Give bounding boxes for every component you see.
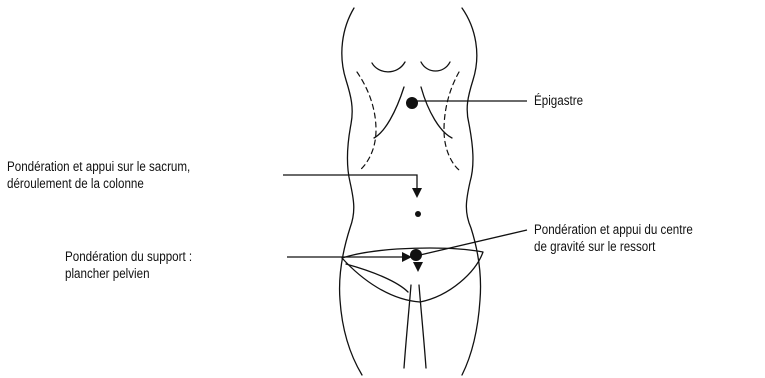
support-label-line-1: Pondération du support : [65, 248, 192, 265]
center-label-line-1: Pondération et appui du centre [534, 221, 693, 238]
right-breast-line [421, 62, 450, 71]
center-label-line-2: de gravité sur le ressort [534, 238, 693, 255]
pelvic-support-label: Pondération du support : plancher pelvie… [65, 248, 192, 282]
center-of-gravity-label: Pondération et appui du centre de gravit… [534, 221, 693, 255]
left-rib-line [374, 87, 404, 138]
sacrum-arrowhead [412, 188, 422, 198]
sacrum-label: Pondération et appui sur le sacrum, déro… [7, 158, 190, 192]
sacrum-label-line-1: Pondération et appui sur le sacrum, [7, 158, 190, 175]
left-inner-leg [404, 285, 411, 368]
support-label-line-2: plancher pelvien [65, 265, 192, 282]
right-body-contour [462, 8, 481, 375]
right-dashed-rib-guide [444, 72, 459, 170]
epigastre-marker [406, 97, 418, 109]
center-leader [420, 230, 527, 255]
sacrum-label-line-2: déroulement de la colonne [7, 175, 190, 192]
left-dashed-rib-guide [357, 72, 376, 170]
left-breast-line [372, 62, 405, 72]
right-rib-line [421, 87, 452, 138]
right-inner-leg [419, 285, 426, 368]
small-center-marker [415, 211, 421, 217]
epigastre-label: Épigastre [534, 92, 583, 109]
left-body-contour [340, 8, 362, 375]
center-arrowhead [413, 262, 423, 272]
epigastre-label-text: Épigastre [534, 92, 583, 109]
